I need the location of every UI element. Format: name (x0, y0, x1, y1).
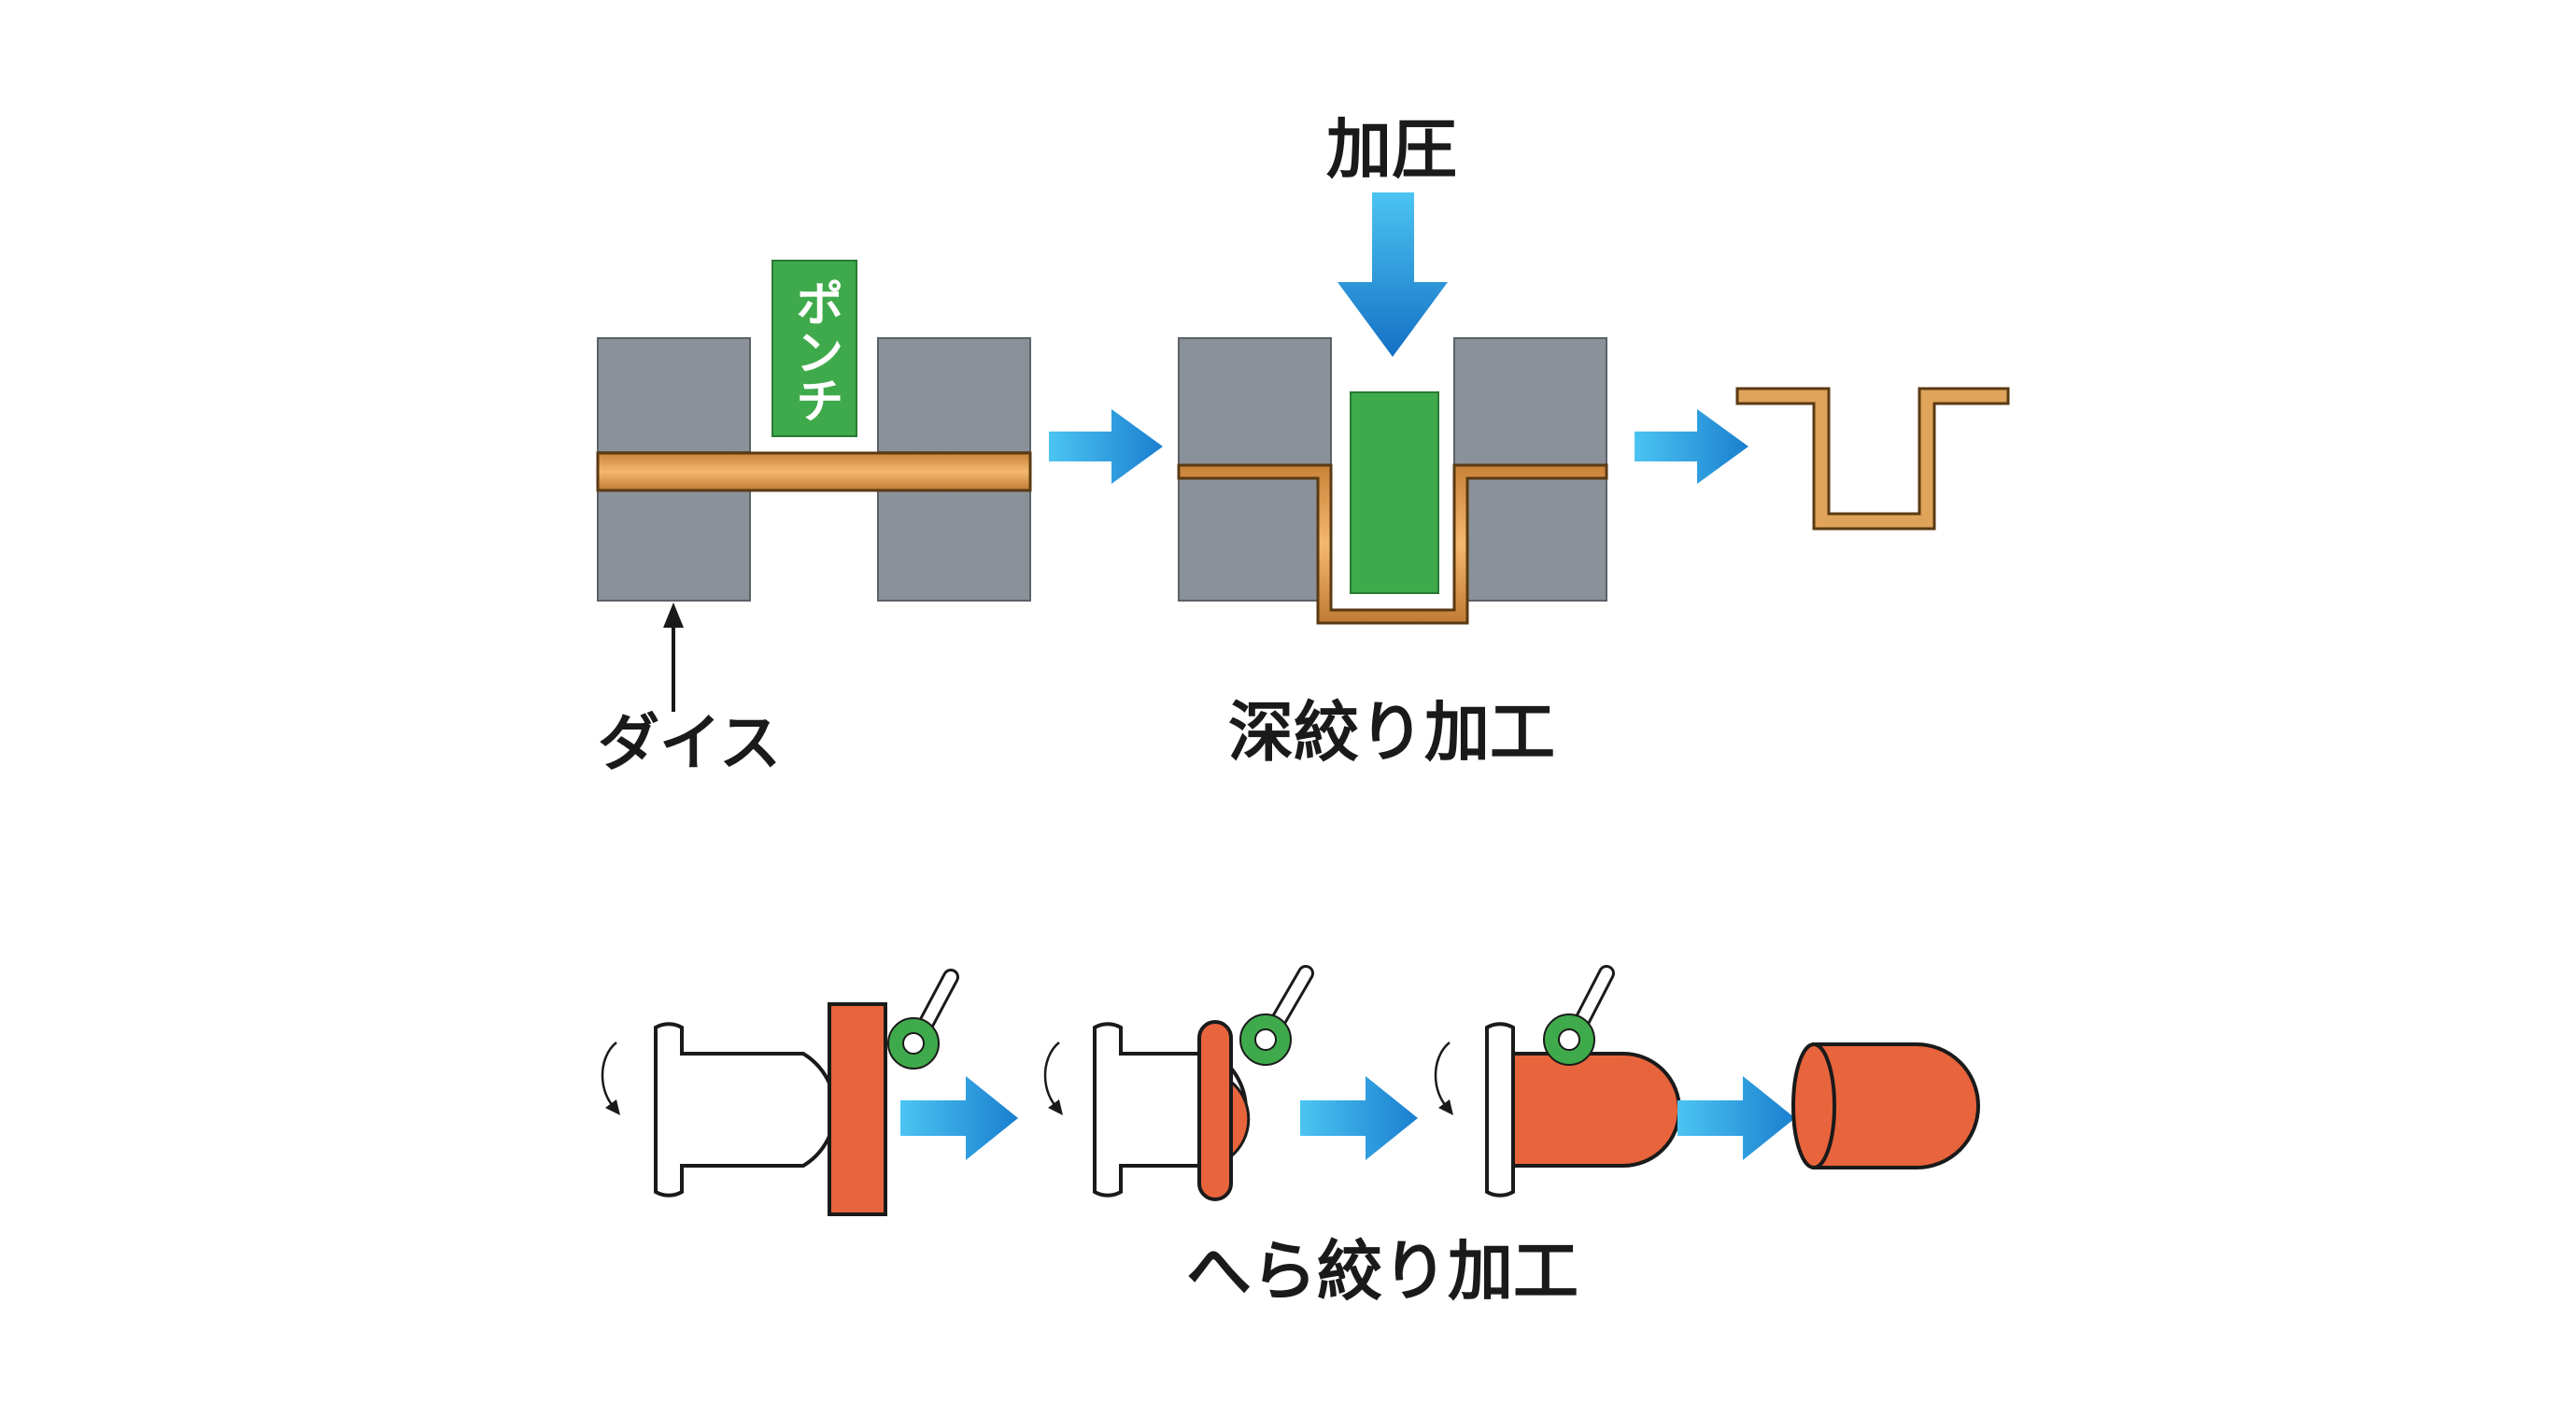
spinning-stageB (1043, 965, 1314, 1201)
arrow-right-icon (1300, 1076, 1418, 1160)
drawn-sheet (1177, 463, 1608, 625)
die-pointer (663, 602, 684, 712)
metal-disc (828, 1002, 887, 1216)
drawn-cup-profile (1735, 387, 2010, 531)
arrow-right-icon (1677, 1076, 1795, 1160)
punch-label: ポンチ (786, 278, 842, 424)
metal-disc (1197, 1020, 1233, 1201)
rotation-arrowhead (1048, 1099, 1063, 1115)
die-upper-right (1453, 337, 1607, 466)
die-label: ダイス (598, 707, 781, 779)
finished-cup (1812, 1042, 1980, 1169)
spinning-final-part (1791, 1042, 1980, 1169)
spinning-title: へら絞り加工 (1186, 1233, 1578, 1310)
rotation-arrowhead (605, 1099, 620, 1115)
stage3-result (1735, 387, 2010, 531)
die-lower-left (597, 489, 751, 602)
rotation-icon (1043, 1042, 1060, 1111)
die-lower-right (877, 489, 1031, 602)
die-upper-left (597, 337, 751, 453)
spinning-stageA (601, 969, 959, 1216)
metal-sheet (596, 451, 1032, 492)
pressure-label: 加圧 (1326, 111, 1457, 188)
arrow-right-icon (900, 1076, 1018, 1160)
die-upper-right (877, 337, 1031, 453)
punch (771, 260, 857, 437)
die-upper-left (1178, 337, 1332, 466)
mandrel (654, 1022, 837, 1198)
arrow-right-icon (1049, 409, 1163, 484)
deep-drawing-title: 深絞り加工 (1228, 694, 1555, 771)
stage1-setup: ポンチ (596, 260, 1032, 602)
mandrel (1485, 1022, 1515, 1198)
die-lower-right (1453, 477, 1607, 602)
spinning-stageC (1434, 965, 1681, 1198)
arrow-right-icon (1635, 409, 1748, 484)
arrow-down-icon (1338, 192, 1448, 357)
stage2-pressing (1177, 337, 1608, 625)
rotation-icon (1434, 1042, 1451, 1111)
cup-opening (1791, 1042, 1836, 1169)
die-lower-left (1178, 477, 1332, 602)
rotation-icon (601, 1042, 617, 1111)
punch (1350, 391, 1439, 594)
rotation-arrowhead (1438, 1099, 1453, 1115)
metal-near-final (1511, 1052, 1681, 1168)
